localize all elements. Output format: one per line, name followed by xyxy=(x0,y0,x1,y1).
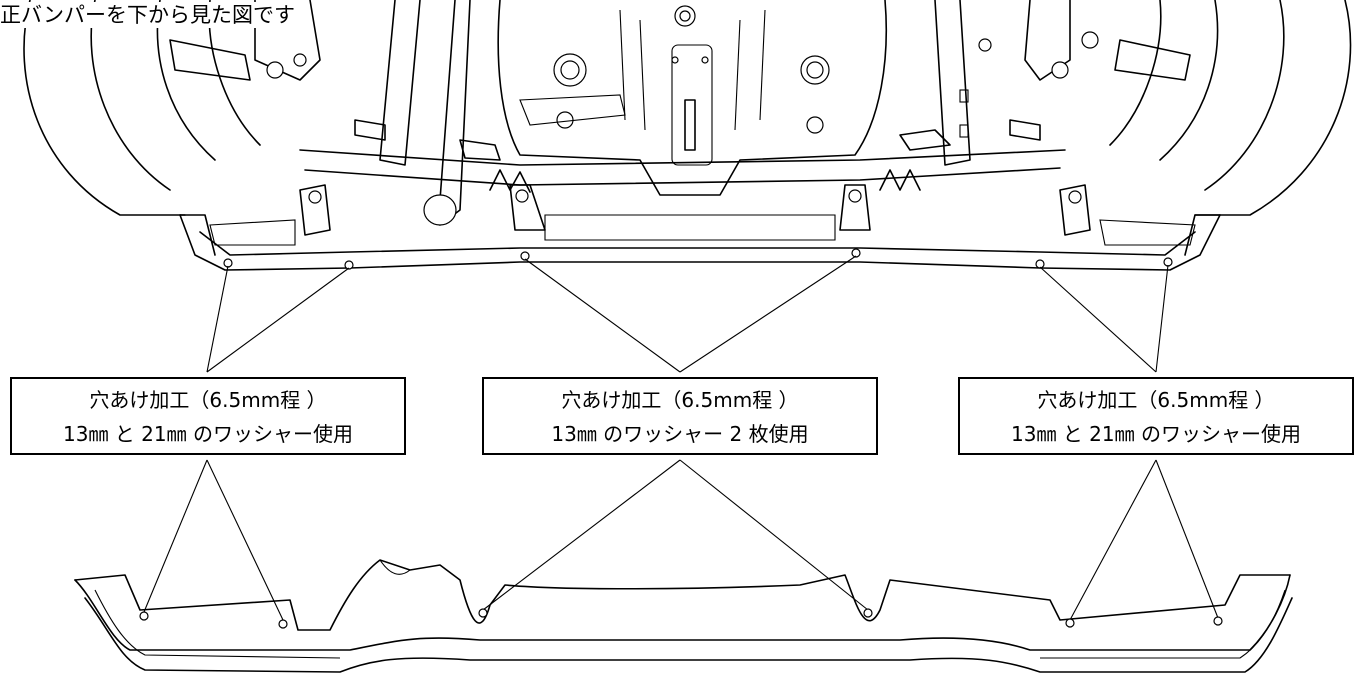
leader-lines xyxy=(143,255,1219,621)
callout-right-line2: 13㎜ と 21㎜ のワッシャー使用 xyxy=(1011,422,1301,446)
callout-left-line2: 13㎜ と 21㎜ のワッシャー使用 xyxy=(63,422,353,446)
bumper-part xyxy=(74,559,1293,673)
callout-left-line1: 穴あけ加工（6.5mm程 ） xyxy=(89,388,327,412)
car-underside xyxy=(23,0,1352,271)
callout-right-line1: 穴あけ加工（6.5mm程 ） xyxy=(1037,388,1275,412)
callout-center-line2: 13㎜ のワッシャー 2 枚使用 xyxy=(551,422,809,446)
callout-right: 穴あけ加工（6.5mm程 ） 13㎜ と 21㎜ のワッシャー使用 xyxy=(958,377,1354,455)
diagram-title: 正バンパーを下から見た図です xyxy=(0,2,300,28)
callout-left: 穴あけ加工（6.5mm程 ） 13㎜ と 21㎜ のワッシャー使用 xyxy=(10,377,406,455)
callout-center-line1: 穴あけ加工（6.5mm程 ） xyxy=(561,388,799,412)
callout-center: 穴あけ加工（6.5mm程 ） 13㎜ のワッシャー 2 枚使用 xyxy=(482,377,878,455)
